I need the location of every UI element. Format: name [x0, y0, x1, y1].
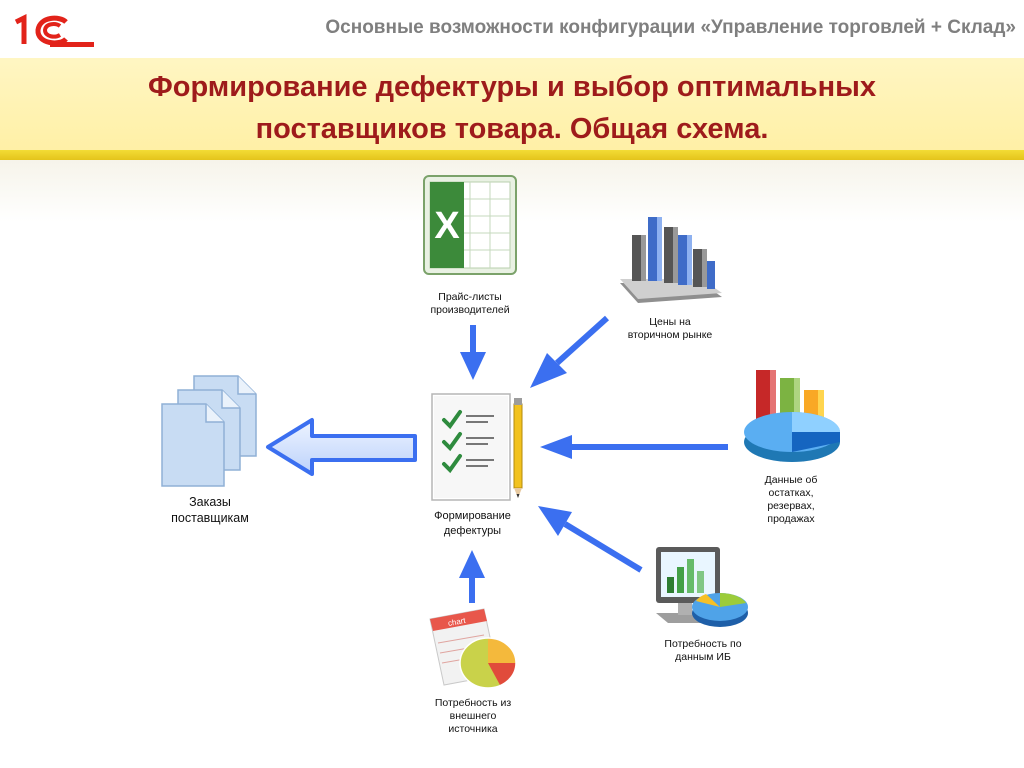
- spreadsheet-icon: X: [423, 175, 517, 275]
- slide-title-line2: поставщиков товара. Общая схема.: [255, 113, 769, 145]
- svg-text:X: X: [434, 205, 460, 247]
- header-caption: Основные возможности конфигурации «Управ…: [325, 17, 1016, 38]
- logo-1c: [10, 13, 94, 47]
- label-defect-forming: Формирование дефектуры: [434, 510, 511, 537]
- pie-chart-icon: [744, 370, 840, 462]
- arrow-to-orders: [266, 418, 417, 476]
- bar-chart-icon: [620, 217, 722, 303]
- arrow-from-market-prices: [530, 315, 610, 388]
- documents-icon: [161, 375, 257, 487]
- arrow-from-ib-needs: [538, 506, 643, 573]
- label-ib-needs: Потребность по данным ИБ: [664, 638, 742, 663]
- slide-title: Формирование дефектуры и выбор оптимальн…: [40, 66, 984, 150]
- label-stock-data: Данные об остатках, резервах, продажах: [764, 474, 818, 525]
- monitor-chart-icon: [656, 547, 748, 627]
- label-market-prices: Цены на вторичном рынке: [627, 316, 713, 341]
- slide-header: Основные возможности конфигурации «Управ…: [0, 0, 1024, 58]
- arrow-from-stock-data: [540, 435, 728, 459]
- label-supplier-orders: Заказы поставщикам: [171, 495, 249, 525]
- chart-document-icon: chart: [429, 608, 517, 689]
- slide-title-line1: Формирование дефектуры и выбор оптимальн…: [148, 71, 876, 103]
- label-external-needs: Потребность из внешнего источника: [434, 697, 512, 735]
- arrow-from-external-needs: [459, 550, 485, 603]
- label-price-lists: Прайс-листы производителей: [430, 291, 510, 316]
- title-band: [0, 58, 1024, 150]
- checklist-icon: [431, 393, 523, 501]
- title-underline: [0, 150, 1024, 160]
- arrow-from-price-lists: [460, 325, 486, 380]
- chart-document-label: chart: [447, 616, 467, 628]
